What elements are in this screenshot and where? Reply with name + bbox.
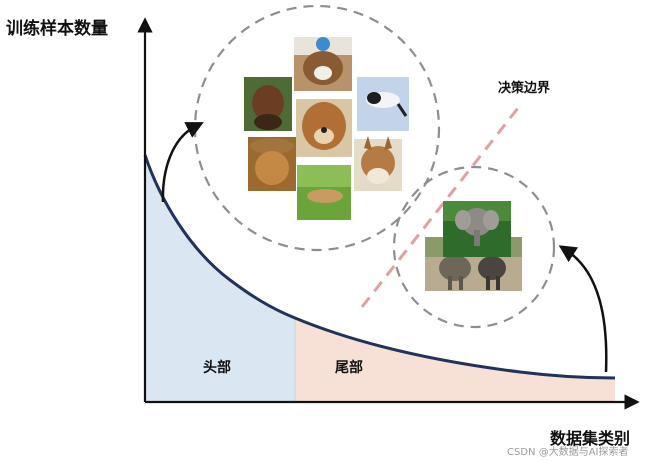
dog-in-hat-photo <box>294 37 352 91</box>
dog-running-photo <box>357 77 409 131</box>
tail-region-label: 尾部 <box>335 360 363 376</box>
dog-golden-photo <box>296 99 352 157</box>
head-region-label: 头部 <box>203 360 231 376</box>
dog-hat-photo <box>248 137 296 191</box>
dog-portrait-photo <box>244 77 292 131</box>
tail-class-circle <box>392 165 556 329</box>
tail-pointer-arrow <box>558 245 608 373</box>
y-axis-label: 训练样本数量 <box>6 19 108 39</box>
decision-boundary-label: 决策边界 <box>498 81 551 96</box>
distribution-curve <box>143 154 616 380</box>
decision-boundary <box>360 107 520 308</box>
head-region <box>145 155 295 402</box>
dog-lying-grass-photo <box>297 165 351 220</box>
head-pointer-arrow <box>161 122 204 203</box>
tail-region <box>295 318 615 402</box>
x-axis-label: 数据集类别 <box>550 429 631 448</box>
dog-shepherd-photo <box>354 136 402 191</box>
elephant-photo <box>443 201 511 257</box>
watermark: CSDN @大数据与AI探索者 <box>507 447 629 458</box>
